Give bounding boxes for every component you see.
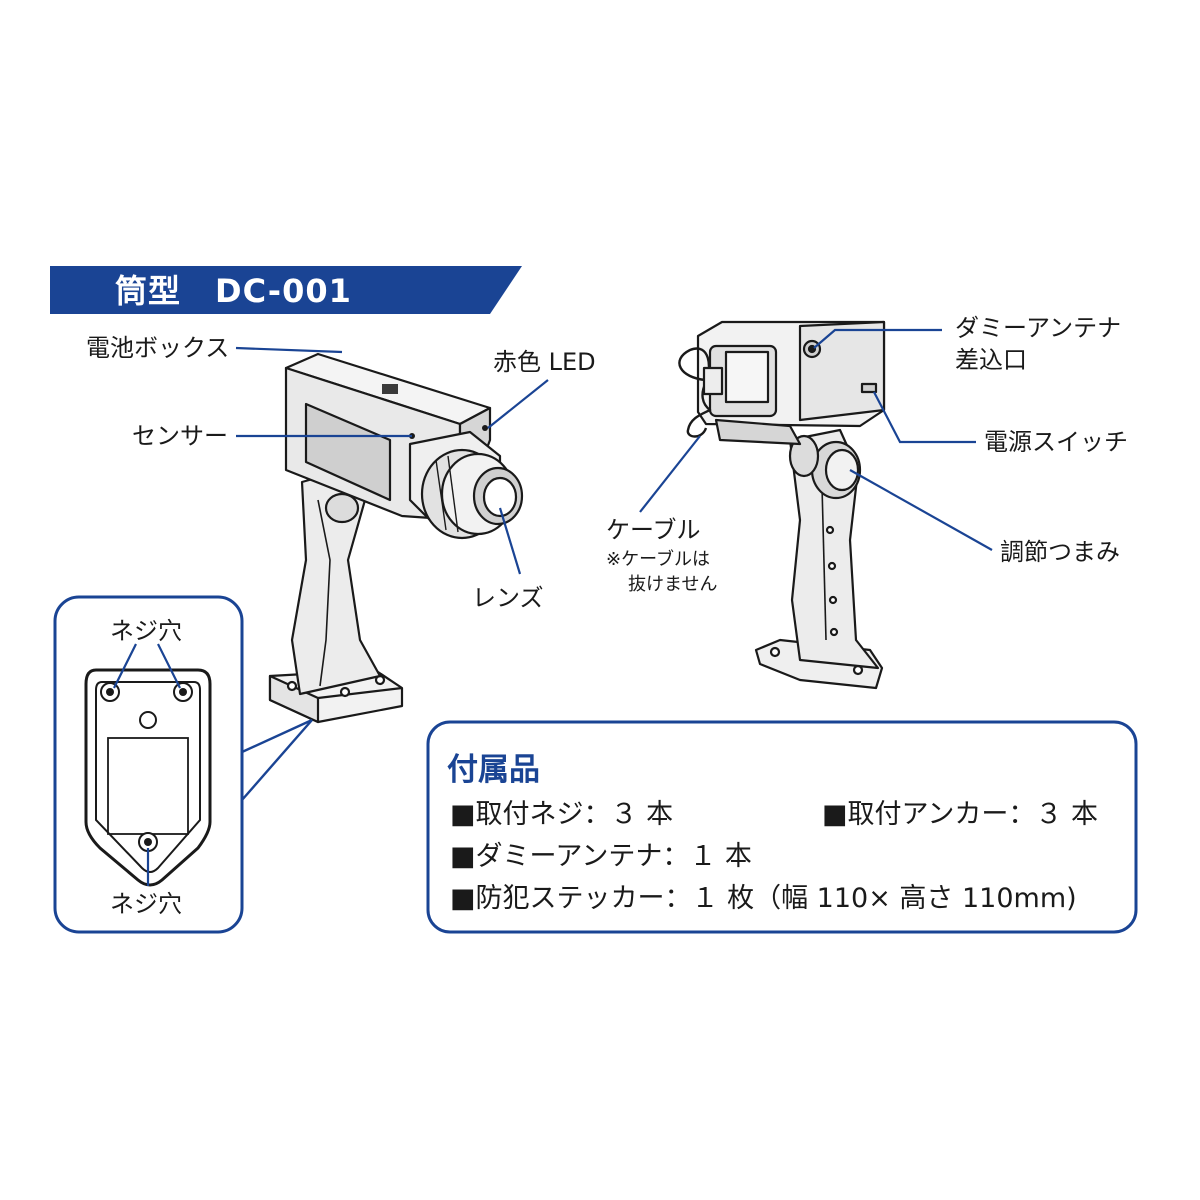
accessories-box — [426, 720, 1138, 934]
leader-screw-top-right — [157, 643, 181, 689]
base-plate-illustration — [53, 595, 313, 934]
banner-title: 筒型 DC-001 — [115, 266, 352, 312]
leader-power-switch — [873, 391, 976, 444]
title-banner — [50, 266, 522, 314]
camera-back-illustration — [678, 320, 886, 690]
leader-cable — [639, 435, 701, 513]
label-antenna-port-line2: 差込口 — [955, 346, 1027, 374]
accessory-item: ■防犯ステッカー：１ 枚（幅 110× 高さ 110mm) — [450, 883, 1077, 914]
label-sensor: センサー — [132, 422, 228, 450]
model-type: 筒型 — [115, 272, 182, 310]
accessory-item: ■取付ネジ：３ 本 — [450, 799, 674, 830]
label-power-switch: 電源スイッチ — [984, 428, 1128, 456]
leader-lines — [113, 328, 993, 886]
leader-red-led — [487, 379, 549, 429]
accessories-title: 付属品 — [447, 752, 540, 788]
model-code: DC-001 — [215, 272, 352, 310]
leader-screw-top-left — [113, 643, 137, 689]
label-cable-note-line2: 抜けません — [628, 574, 718, 595]
accessory-item: ■ダミーアンテナ：１ 本 — [450, 841, 752, 872]
label-antenna-port-line1: ダミーアンテナ — [955, 314, 1122, 342]
label-screw-hole-bottom: ネジ穴 — [110, 890, 182, 918]
leader-lens — [498, 507, 522, 575]
leader-adjust-knob — [849, 469, 993, 551]
label-red-led: 赤色 LED — [493, 348, 596, 376]
leader-antenna-port — [813, 328, 942, 349]
label-adjust-knob: 調節つまみ — [1000, 538, 1120, 566]
leader-battery-box — [235, 346, 343, 354]
accessory-item: ■取付アンカー：３ 本 — [822, 799, 1099, 830]
camera-front-illustration — [268, 352, 524, 724]
label-lens: レンズ — [472, 584, 544, 612]
label-battery-box: 電池ボックス — [86, 334, 230, 362]
label-cable: ケーブル — [606, 516, 701, 544]
label-cable-note-line1: ※ケーブルは — [606, 549, 711, 570]
label-screw-hole-top: ネジ穴 — [110, 617, 182, 645]
